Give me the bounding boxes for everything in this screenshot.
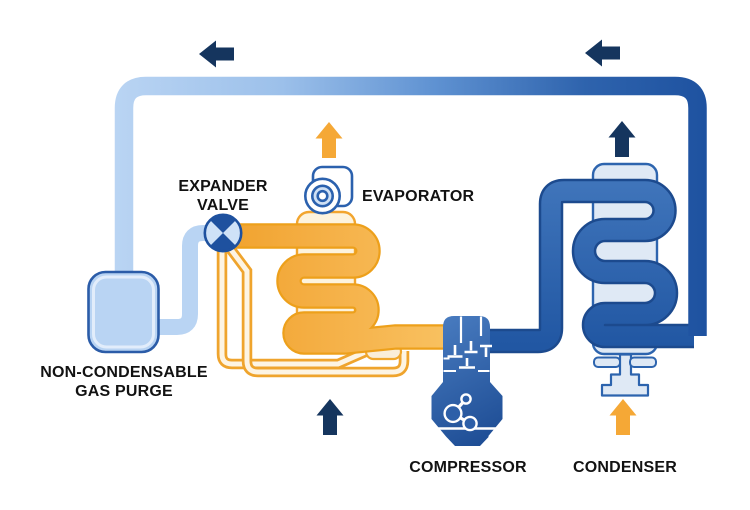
expander-valve-icon	[203, 213, 243, 253]
flow-arrow-condenser-above	[608, 121, 636, 157]
fan-icon	[303, 165, 354, 215]
flow-arrow-top-right	[585, 39, 620, 67]
evaporator-label: EVAPORATOR	[362, 188, 474, 205]
expander-valve-label-line2: VALVE	[197, 197, 249, 214]
expander-valve-label-line1: EXPANDER	[178, 178, 268, 195]
gas-purge-label-line1: NON-CONDENSABLE	[40, 364, 208, 381]
condenser-coil	[488, 178, 694, 354]
purge-tank	[87, 270, 160, 354]
purge-line-inner	[216, 250, 373, 370]
flow-arrow-evaporator-above	[315, 122, 343, 158]
compressor-label: COMPRESSOR	[409, 459, 527, 476]
main-loop-pipe	[114, 76, 707, 336]
purge-line-outer	[224, 243, 410, 378]
flow-arrow-evaporator-below	[316, 399, 344, 435]
gas-purge-label-line2: GAS PURGE	[75, 383, 173, 400]
flow-arrow-top-left	[199, 40, 234, 68]
purge-tank-outlet-pipe	[150, 225, 214, 335]
evaporator-coil	[223, 223, 444, 355]
compressor-icon	[431, 316, 503, 446]
condenser-drain-funnel	[593, 353, 657, 397]
flow-arrow-condenser-below	[609, 399, 637, 435]
condenser-label: CONDENSER	[573, 459, 677, 476]
